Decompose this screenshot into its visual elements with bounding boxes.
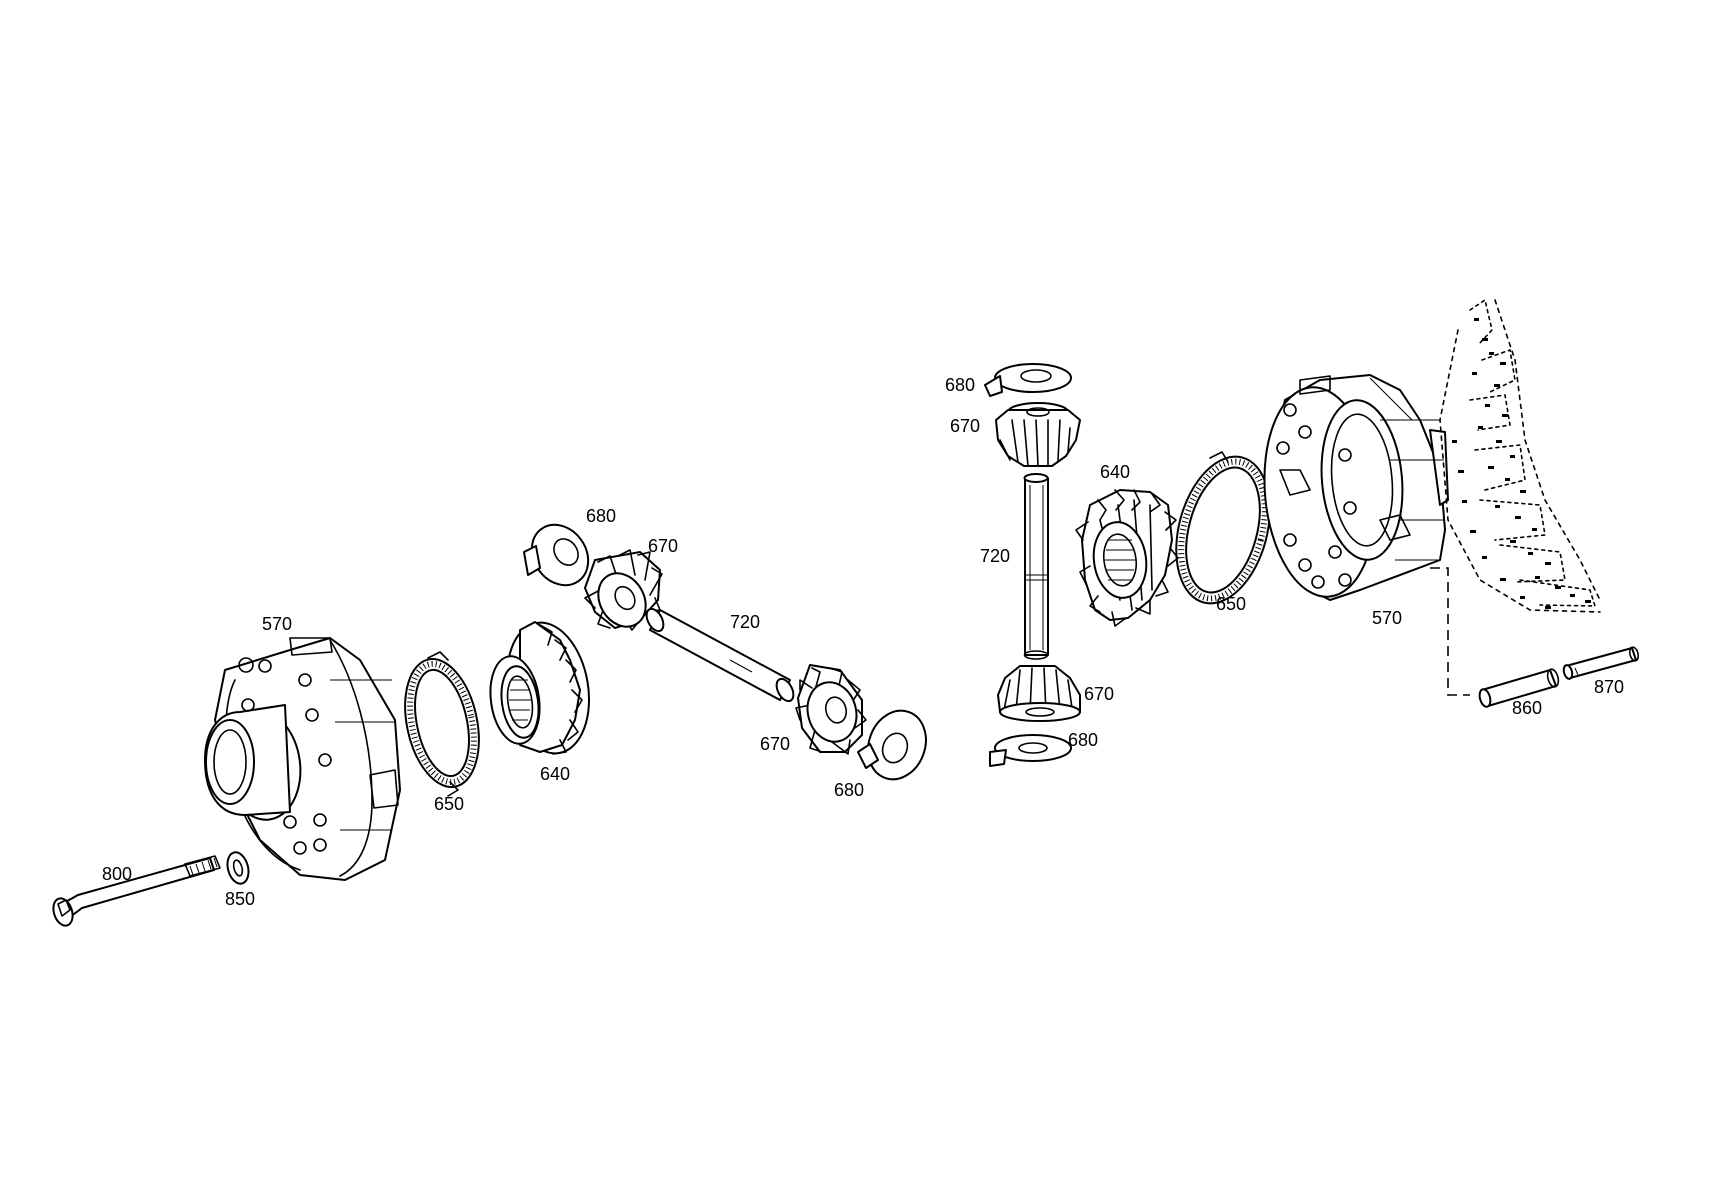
pin-small-part bbox=[1562, 646, 1640, 680]
label-washer-bottom-right: 680 bbox=[1068, 730, 1098, 750]
bolt-part bbox=[52, 855, 221, 927]
side-gear-right-part bbox=[1075, 489, 1179, 627]
label-gasket-left: 650 bbox=[434, 794, 464, 814]
housing-left-part bbox=[204, 637, 401, 881]
washer-lower-left-part bbox=[857, 709, 927, 781]
ring-gear-fragment bbox=[1439, 299, 1601, 613]
pinion-lower-left-part bbox=[795, 664, 867, 755]
label-pin-small: 870 bbox=[1594, 677, 1624, 697]
label-pinion-upper-left: 670 bbox=[648, 536, 678, 556]
label-bolt: 800 bbox=[102, 864, 132, 884]
label-pin-large: 860 bbox=[1512, 698, 1542, 718]
label-side-gear-right: 640 bbox=[1100, 462, 1130, 482]
label-pinion-bottom-right: 670 bbox=[1084, 684, 1114, 704]
gasket-left-part bbox=[404, 651, 480, 797]
pin-leader-line bbox=[1430, 567, 1470, 696]
housing-right-part bbox=[1263, 374, 1449, 601]
label-pinion-top-right: 670 bbox=[950, 416, 980, 436]
label-housing-left: 570 bbox=[262, 614, 292, 634]
pinion-bottom-right-part bbox=[997, 665, 1081, 722]
pin-large-part bbox=[1478, 668, 1560, 708]
label-washer-top-right: 680 bbox=[945, 375, 975, 395]
label-housing-right: 570 bbox=[1372, 608, 1402, 628]
label-gasket-right: 650 bbox=[1216, 594, 1246, 614]
bolt-washer-part bbox=[226, 851, 250, 885]
pinion-upper-left-part bbox=[584, 549, 663, 631]
side-gear-left-part bbox=[489, 621, 591, 755]
washer-bottom-right-part bbox=[989, 734, 1072, 767]
label-shaft-left: 720 bbox=[730, 612, 760, 632]
shaft-left-part bbox=[645, 607, 795, 703]
label-pinion-lower-left: 670 bbox=[760, 734, 790, 754]
shaft-right-part bbox=[1023, 473, 1049, 660]
label-shaft-right: 720 bbox=[980, 546, 1010, 566]
label-bolt-washer: 850 bbox=[225, 889, 255, 909]
washer-upper-left-part bbox=[523, 523, 590, 587]
label-washer-lower-left: 680 bbox=[834, 780, 864, 800]
label-washer-upper-left: 680 bbox=[586, 506, 616, 526]
washer-top-right-part bbox=[984, 363, 1072, 397]
label-side-gear-left: 640 bbox=[540, 764, 570, 784]
gasket-right-part bbox=[1175, 451, 1271, 605]
pinion-top-right-part bbox=[995, 402, 1081, 467]
